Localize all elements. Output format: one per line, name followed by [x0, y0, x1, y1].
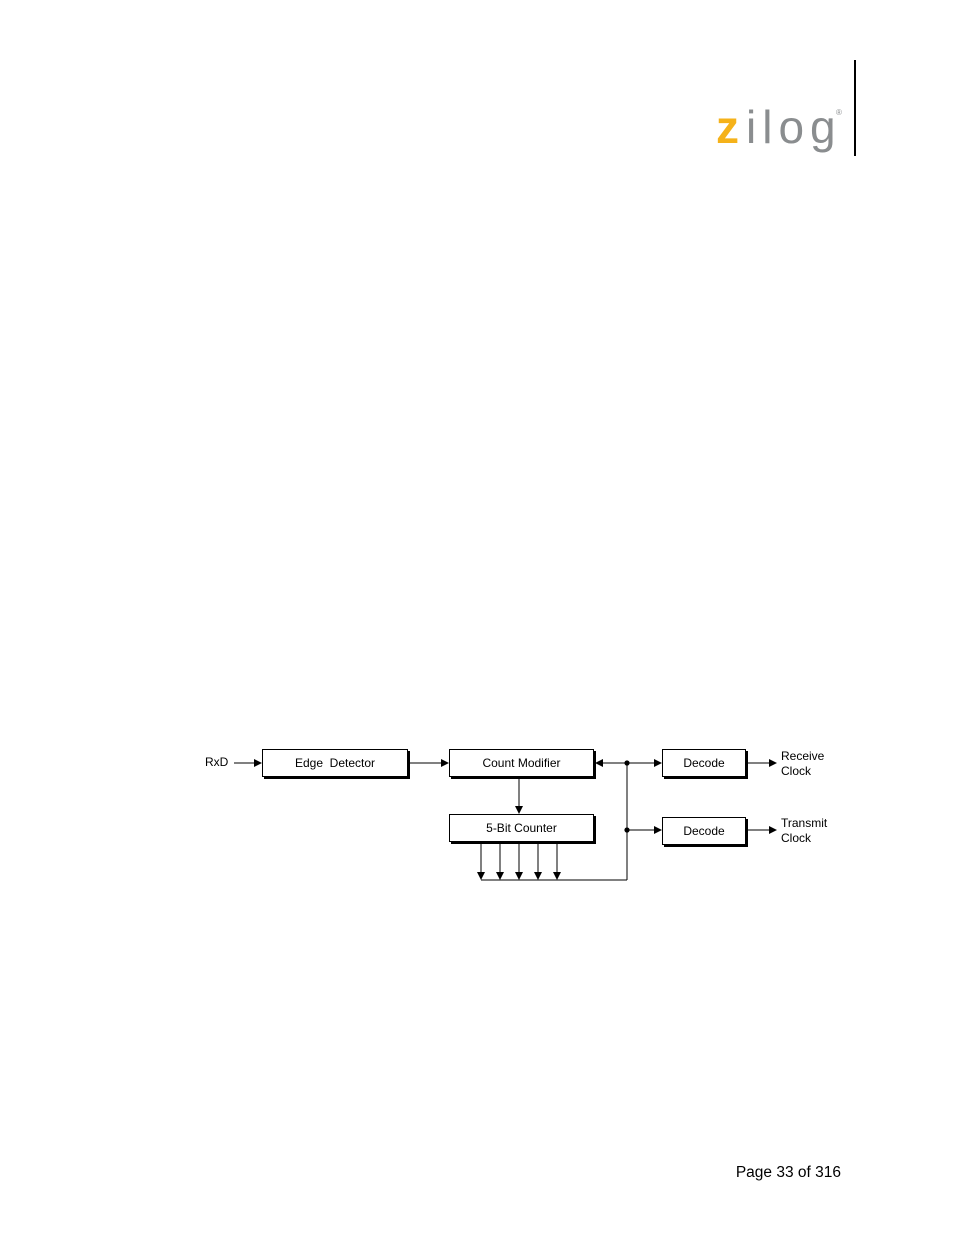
header-vertical-rule — [854, 60, 856, 156]
decode-bottom-block: Decode — [662, 817, 746, 845]
transmit-clock-label: Transmit Clock — [781, 816, 827, 846]
registered-mark: ® — [836, 108, 842, 117]
count-modifier-block: Count Modifier — [449, 749, 594, 777]
logo-wordmark: ilog — [746, 101, 842, 153]
edge-detector-block: Edge Detector — [262, 749, 408, 777]
counter-label: 5-Bit Counter — [486, 821, 557, 835]
edge-detector-label: Edge Detector — [294, 756, 376, 770]
decode-top-block: Decode — [662, 749, 746, 777]
transmit-clock-line1: Transmit — [781, 816, 828, 830]
count-modifier-label: Count Modifier — [482, 756, 561, 770]
decode-bottom-label: Decode — [683, 824, 725, 838]
zilog-logo: z ilog ® — [712, 104, 852, 164]
receive-clock-line2: Clock — [781, 764, 812, 778]
five-bit-counter-block: 5-Bit Counter — [449, 814, 594, 842]
receive-clock-label: Receive Clock — [781, 749, 824, 779]
junction-dot-bottom — [624, 827, 630, 833]
receive-clock-line1: Receive — [781, 749, 825, 763]
page-number: Page 33 of 316 — [735, 1164, 841, 1181]
transmit-clock-line2: Clock — [781, 831, 812, 845]
logo-z-letter: z — [716, 101, 739, 153]
rxd-label: RxD — [205, 755, 229, 769]
junction-dot-top — [624, 760, 630, 766]
decode-top-label: Decode — [683, 756, 725, 770]
